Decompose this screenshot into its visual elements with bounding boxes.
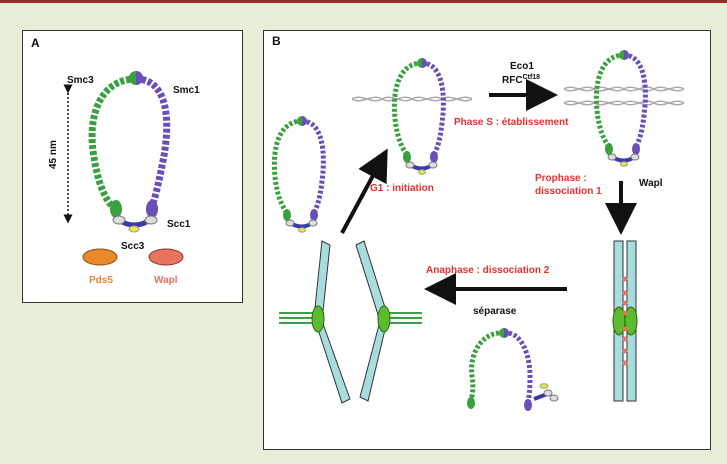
smc1-label: Smc1	[173, 85, 200, 96]
panel-a: A 45 nm Smc3 Smc1 Scc1 Scc3 Pds5 Wapl	[22, 30, 243, 303]
cleaved-cohesin	[467, 328, 559, 411]
cohesin-ring	[88, 71, 171, 233]
rfc-label: RFCCtf18	[502, 74, 540, 86]
top-accent-bar	[0, 0, 727, 3]
cohesin-ring-g1	[274, 116, 323, 232]
smc3-arm	[88, 75, 137, 212]
pds5-label: Pds5	[89, 275, 113, 286]
prophase-chromosome	[612, 240, 638, 402]
dna-strand-2	[563, 86, 685, 106]
panel-b-letter: B	[272, 34, 281, 48]
smc3-label: Smc3	[67, 75, 94, 86]
arrow-to-g1	[340, 148, 388, 234]
panel-b-diagram: B Eco1 RFCCtf18 Phase S : établissement …	[264, 34, 685, 411]
separase-label: séparase	[473, 306, 517, 317]
wapl-protein	[148, 248, 184, 266]
eco1-label: Eco1	[510, 61, 534, 72]
smc1-arm	[135, 75, 171, 211]
dna-strand-1	[351, 96, 473, 102]
panel-a-diagram: A 45 nm Smc3 Smc1 Scc1 Scc3 Pds5 Wapl	[31, 36, 200, 286]
scale-label: 45 nm	[48, 140, 59, 169]
anaphase-label: Anaphase : dissociation 2	[426, 265, 550, 276]
panel-a-letter: A	[31, 36, 40, 50]
smc1-head	[146, 200, 158, 218]
scc3-subunit	[128, 225, 140, 233]
cohesin-ring-established	[596, 50, 645, 166]
pds5-protein	[82, 248, 118, 266]
phase-s-label: Phase S : établissement	[454, 117, 569, 128]
anaphase-chromosome-left	[279, 240, 351, 404]
prophase-label-1: Prophase :	[535, 173, 587, 184]
g1-label: G1 : initiation	[370, 183, 434, 194]
scc3-label: Scc3	[121, 241, 145, 252]
anaphase-chromosome-right	[355, 240, 422, 402]
prophase-label-2: dissociation 1	[535, 186, 602, 197]
wapl-label: Wapl	[639, 178, 663, 189]
smc3-head	[110, 200, 122, 218]
scc1-label: Scc1	[167, 219, 191, 230]
cohesin-ring-loaded	[394, 58, 443, 174]
wapl-label: Wapl	[154, 275, 178, 286]
panel-b: B Eco1 RFCCtf18 Phase S : établissement …	[263, 30, 711, 450]
